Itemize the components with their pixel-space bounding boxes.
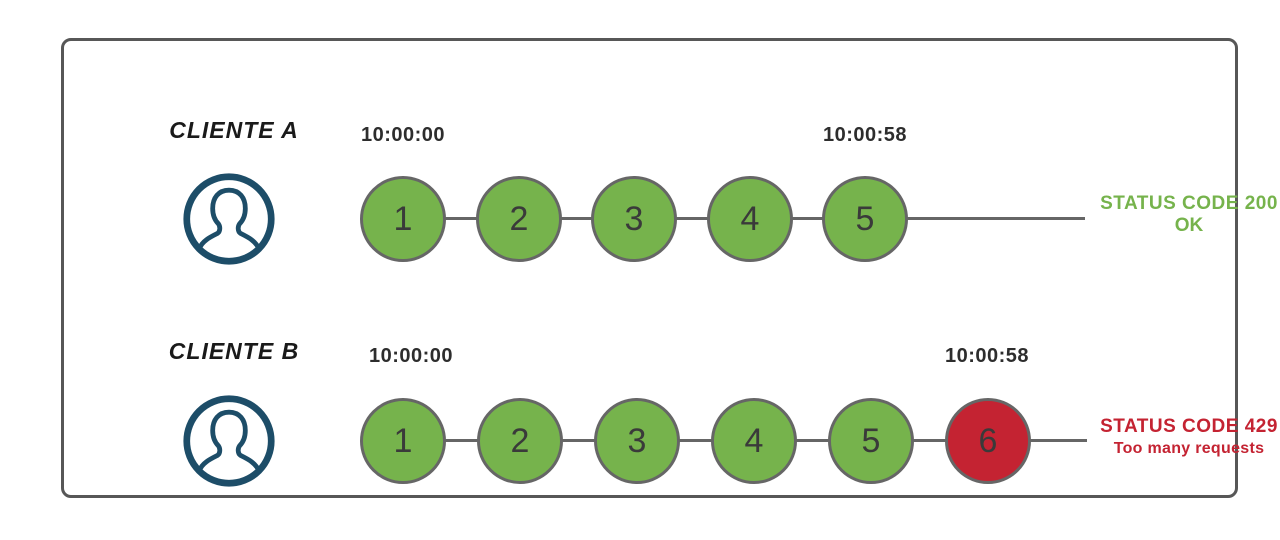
request-circle-rejected: 6 — [945, 398, 1031, 484]
user-avatar-icon — [183, 395, 275, 487]
request-circle-accepted: 1 — [360, 176, 446, 262]
request-circle-accepted: 5 — [828, 398, 914, 484]
client-a-name: CLIENTE A — [169, 117, 299, 143]
request-circle-accepted: 3 — [594, 398, 680, 484]
client-b-status-message: Too many requests — [1113, 440, 1265, 457]
client-a-end-time: 10:00:58 — [822, 124, 908, 146]
client-a-status-code: STATUS CODE 200 — [1100, 193, 1278, 214]
request-circle-accepted: 2 — [476, 176, 562, 262]
request-circle-accepted: 4 — [711, 398, 797, 484]
client-b-start-time: 10:00:00 — [368, 345, 454, 367]
request-circle-accepted: 2 — [477, 398, 563, 484]
client-a-status: STATUS CODE 200 OK — [1090, 193, 1280, 237]
request-circle-accepted: 1 — [360, 398, 446, 484]
client-a-start-time: 10:00:00 — [360, 124, 446, 146]
request-circle-accepted: 3 — [591, 176, 677, 262]
request-circle-accepted: 4 — [707, 176, 793, 262]
client-b-status-code: STATUS CODE 429 — [1100, 416, 1278, 437]
client-b-name: CLIENTE B — [168, 338, 300, 364]
client-a-status-message: OK — [1174, 215, 1204, 236]
diagram-frame: CLIENTE A 10:00:00 10:00:58 1 2 3 4 5 ST… — [61, 38, 1277, 498]
client-b-end-time: 10:00:58 — [944, 345, 1030, 367]
client-b-status: STATUS CODE 429 Too many requests — [1090, 416, 1280, 460]
request-circle-accepted: 5 — [822, 176, 908, 262]
user-avatar-icon — [183, 173, 275, 265]
